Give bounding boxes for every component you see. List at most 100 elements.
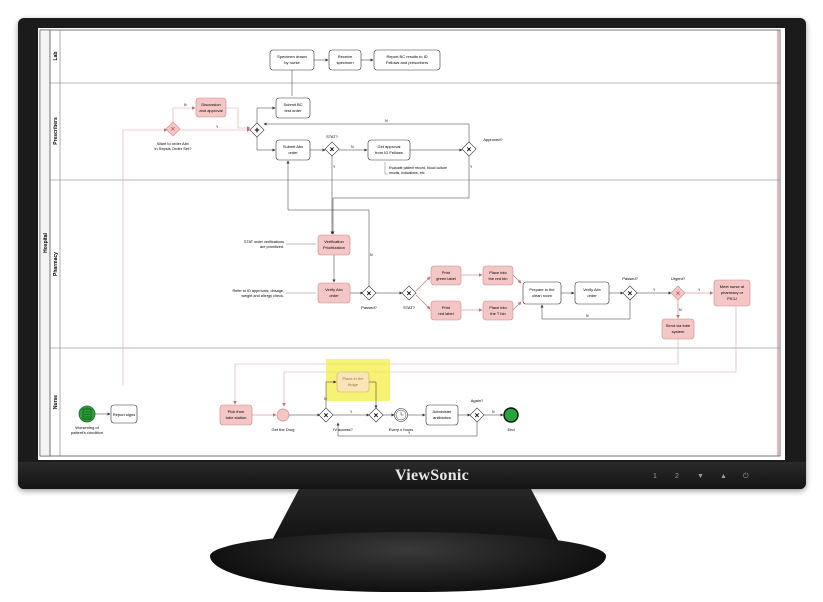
svg-text:in Sepsis Order Set?: in Sepsis Order Set?	[155, 146, 193, 151]
svg-text:order: order	[329, 293, 339, 298]
svg-text:Pick from: Pick from	[228, 409, 245, 414]
lane-label-pharmacy: Pharmacy	[53, 252, 59, 276]
gateway-want-to-order[interactable]: ×	[165, 121, 181, 137]
task-meet-nurse[interactable]: Meet nurse at pharmacy or PICU	[713, 279, 751, 307]
svg-text:Get approval: Get approval	[378, 144, 401, 149]
event-get-the-drug[interactable]	[276, 408, 290, 422]
svg-text:Report BC results to ID: Report BC results to ID	[386, 54, 427, 59]
pool-label: Hospital	[43, 233, 49, 253]
svg-text:Prepare in the: Prepare in the	[529, 287, 555, 292]
gateway-again[interactable]: ×	[469, 407, 485, 423]
svg-text:are prioritized.: are prioritized.	[260, 245, 284, 249]
svg-text:pharmacy or: pharmacy or	[721, 290, 744, 295]
gateway-passed[interactable]: ×	[361, 285, 377, 301]
svg-text:Y: Y	[216, 125, 219, 129]
task-place-t-bin[interactable]: Place into the T bin	[482, 300, 514, 321]
task-get-approval[interactable]: Get approval from ID Fellows	[367, 139, 411, 161]
brand-logo: ViewSonic	[394, 467, 470, 484]
end-event[interactable]	[503, 407, 519, 423]
svg-text:×: ×	[367, 289, 372, 298]
monitor-button-1[interactable]: 1	[653, 473, 657, 480]
task-print-red-label[interactable]: Print red label	[430, 300, 462, 321]
svg-text:×: ×	[324, 411, 329, 420]
monitor-buttons: 1 2 ▼ ▲ ⏻	[645, 473, 805, 485]
start-event-worsening[interactable]	[78, 405, 96, 423]
task-receive-specimen[interactable]: Receive specimen	[328, 49, 362, 71]
task-report-signs[interactable]: Report signs	[110, 404, 138, 424]
monitor-button-up[interactable]: ▲	[720, 473, 727, 480]
svg-text:N: N	[184, 103, 187, 107]
svg-text:Verification: Verification	[324, 239, 344, 244]
svg-text:Submit Abx: Submit Abx	[283, 144, 303, 149]
svg-text:Submit BC: Submit BC	[283, 102, 302, 107]
svg-text:the red bin: the red bin	[489, 276, 508, 281]
gateway-parallel[interactable]: +	[249, 122, 265, 138]
task-verification-prioritization[interactable]: Verification Prioritization	[317, 234, 351, 256]
bpmn-diagram: Hospital Lab Prescribers Pharmacy Nurse …	[39, 29, 781, 457]
monitor-button-2[interactable]: 2	[675, 473, 679, 480]
svg-text:order: order	[587, 293, 597, 298]
svg-text:×: ×	[467, 145, 472, 154]
task-place-red-bin[interactable]: Place into the red bin	[482, 265, 514, 286]
label-passed-2: Passed?	[622, 276, 638, 281]
svg-text:antibiotics: antibiotics	[433, 415, 451, 420]
power-icon[interactable]: ⏻	[743, 473, 749, 480]
gateway-iv-access[interactable]: ×	[318, 407, 334, 423]
svg-text:N: N	[586, 314, 589, 318]
task-report-bc-results[interactable]: Report BC results to ID Fellows and pres…	[373, 49, 441, 71]
svg-text:PICU: PICU	[727, 296, 737, 301]
svg-text:Place in the: Place in the	[343, 376, 365, 381]
svg-text:×: ×	[676, 289, 681, 298]
gateway-approved[interactable]: ×	[461, 141, 477, 157]
task-prepare-clean-room[interactable]: Prepare in the clean room	[522, 281, 562, 305]
svg-text:clean room: clean room	[532, 293, 552, 298]
svg-text:test order: test order	[285, 108, 303, 113]
svg-text:Y: Y	[333, 165, 336, 169]
task-submit-abx-order[interactable]: Submit Abx order	[275, 139, 311, 161]
svg-text:from ID Fellows: from ID Fellows	[375, 150, 403, 155]
task-specimen-drawn[interactable]: Specimen drawn by nurse	[269, 49, 315, 71]
task-place-in-fridge[interactable]: Place in the fridge	[336, 371, 370, 393]
svg-text:N: N	[679, 308, 682, 312]
svg-text:weight and allergy check.: weight and allergy check.	[241, 294, 284, 298]
svg-text:×: ×	[330, 145, 335, 154]
task-discussion-approval[interactable]: Discussion and approval	[195, 97, 227, 118]
task-verify-abx-order[interactable]: Verify Abx order	[317, 282, 351, 304]
task-send-tube-system[interactable]: Send via tube system	[661, 318, 695, 340]
gateway-merge[interactable]: ×	[368, 407, 384, 423]
lane-label-lab: Lab	[53, 52, 59, 61]
svg-text:patient's condition: patient's condition	[71, 430, 103, 435]
label-stat: STAT?	[326, 134, 339, 139]
timer-event-icon[interactable]	[394, 408, 408, 422]
svg-text:green label: green label	[436, 276, 456, 281]
svg-text:N: N	[492, 410, 495, 414]
gateway-passed-2[interactable]: ×	[622, 285, 638, 301]
label-urgent: Urgent?	[671, 276, 686, 281]
svg-text:×: ×	[407, 289, 412, 298]
svg-text:N: N	[385, 119, 388, 123]
gateway-urgent[interactable]: ×	[670, 285, 686, 301]
pool-border	[39, 29, 781, 457]
svg-text:Print: Print	[442, 270, 451, 275]
svg-text:×: ×	[475, 411, 480, 420]
svg-text:by nurse: by nurse	[284, 60, 300, 65]
gateway-stat-pharmacy[interactable]: ×	[401, 285, 417, 301]
svg-text:N: N	[324, 397, 327, 401]
lane-label-nurse: Nurse	[53, 395, 59, 409]
screen: Hospital Lab Prescribers Pharmacy Nurse …	[38, 28, 785, 460]
monitor-button-down[interactable]: ▼	[697, 473, 704, 480]
task-verify-abx-order-2[interactable]: Verify Abx order	[574, 281, 610, 305]
gateway-stat[interactable]: ×	[324, 141, 340, 157]
task-pick-from-tube[interactable]: Pick from tube station	[219, 404, 253, 426]
task-administer-antibiotics[interactable]: Administer antibiotics	[425, 404, 459, 426]
label-get-drug: Get the Drug	[272, 427, 295, 432]
label-end: End	[507, 427, 514, 432]
svg-text:red label: red label	[438, 311, 453, 316]
svg-text:and approval: and approval	[199, 108, 222, 113]
svg-text:Verify Abx: Verify Abx	[583, 287, 601, 292]
monitor-stand	[210, 532, 606, 592]
svg-text:specimen: specimen	[336, 60, 353, 65]
task-submit-bc-order[interactable]: Submit BC test order	[275, 97, 311, 119]
task-print-green-label[interactable]: Print green label	[430, 265, 462, 286]
svg-text:tube station: tube station	[226, 415, 247, 420]
